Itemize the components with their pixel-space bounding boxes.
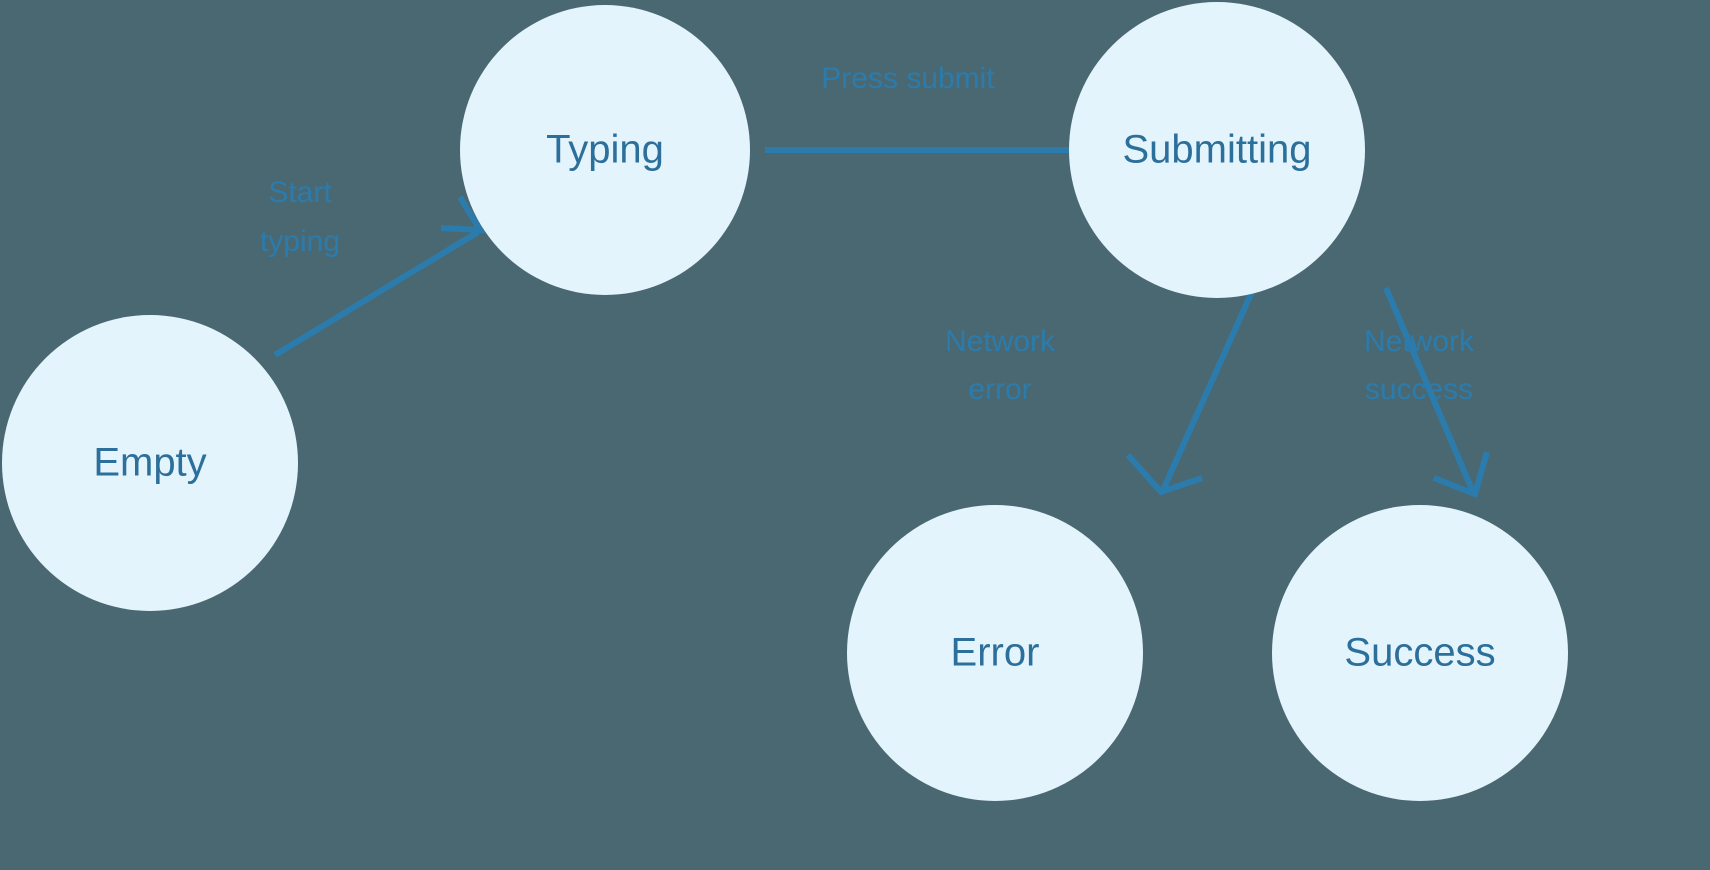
state-node-empty-circle[interactable] xyxy=(2,315,298,611)
state-node-submitting-label: Submitting xyxy=(1123,128,1312,172)
edge-empty-to-typing xyxy=(273,195,486,358)
edge-submitting-to-error xyxy=(1125,283,1258,496)
state-node-typing-label: Typing xyxy=(546,128,664,172)
state-node-error[interactable]: Error xyxy=(847,505,1143,801)
edge-label-network-error-line2: error xyxy=(968,373,1031,406)
edge-submitting-to-success xyxy=(1383,286,1490,498)
state-node-empty-label: Empty xyxy=(93,441,206,485)
edge-label-network-error: Network error xyxy=(945,325,1056,406)
state-node-error-label: Error xyxy=(951,631,1040,675)
edge-submitting-to-error-line xyxy=(1160,283,1258,492)
edge-empty-to-typing-arrowhead xyxy=(440,195,486,234)
edge-label-network-success-line2: success xyxy=(1365,373,1473,406)
state-node-success-circle[interactable] xyxy=(1272,505,1568,801)
state-node-submitting[interactable]: Submitting xyxy=(1069,2,1365,298)
edge-label-start-typing: Start typing xyxy=(260,176,340,258)
state-node-submitting-circle[interactable] xyxy=(1069,2,1365,298)
edge-label-network-success-line1: Network xyxy=(1364,325,1475,358)
state-node-success-label: Success xyxy=(1344,631,1495,675)
edge-empty-to-typing-line xyxy=(273,229,480,358)
edge-label-press-submit-line1: Press submit xyxy=(821,62,995,95)
edge-submitting-to-error-arrowhead xyxy=(1125,453,1203,496)
state-node-typing[interactable]: Typing xyxy=(460,5,750,295)
edge-label-start-typing-line2: typing xyxy=(260,225,340,258)
edge-label-network-success: Network success xyxy=(1364,325,1475,406)
state-node-empty[interactable]: Empty xyxy=(2,315,298,611)
edge-submitting-to-success-arrowhead xyxy=(1432,451,1490,498)
state-node-success[interactable]: Success xyxy=(1272,505,1568,801)
edge-label-press-submit: Press submit xyxy=(821,62,995,95)
state-node-typing-circle[interactable] xyxy=(460,5,750,295)
edge-submitting-to-success-line xyxy=(1383,286,1476,494)
edge-label-start-typing-line1: Start xyxy=(268,176,332,209)
state-node-error-circle[interactable] xyxy=(847,505,1143,801)
edge-label-network-error-line1: Network xyxy=(945,325,1056,358)
